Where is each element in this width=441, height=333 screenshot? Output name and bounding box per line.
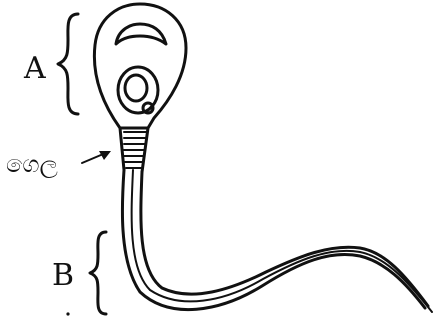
nucleus-inner <box>125 75 147 101</box>
tail-axial-filament <box>132 170 432 312</box>
label-neck: ගෙල <box>6 150 58 178</box>
midpiece-coils <box>124 132 146 168</box>
brace-b <box>90 232 106 314</box>
centriole <box>143 103 153 113</box>
tail-outer-right <box>141 172 428 306</box>
tail-outer-left <box>122 170 425 310</box>
label-a: A <box>23 51 46 86</box>
label-b: B <box>52 258 74 293</box>
brace-a <box>58 14 78 114</box>
acrosome <box>116 24 166 44</box>
stray-dot <box>66 312 69 315</box>
